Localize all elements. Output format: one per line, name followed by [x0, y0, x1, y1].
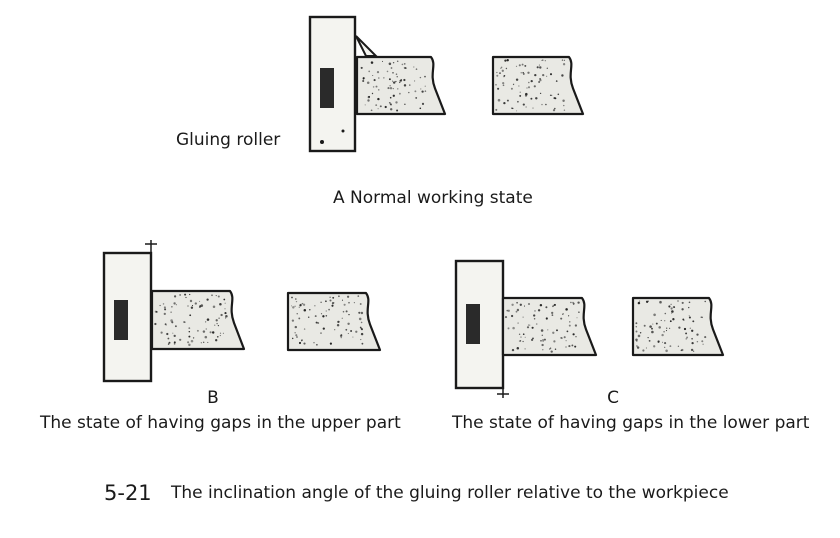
- workpiece-b-left-texture: [154, 293, 228, 347]
- workpiece-c-left: [501, 296, 598, 357]
- roller-a-mark-2: [320, 140, 324, 144]
- workpiece-a-right: [491, 55, 585, 116]
- workpiece-b-left: [150, 289, 246, 351]
- figure-number: 5-21: [104, 481, 152, 505]
- workpiece-c-left-texture: [504, 301, 580, 353]
- roller-a-mark: [341, 129, 345, 133]
- workpiece-a-left: [355, 55, 447, 116]
- state-b-label: The state of having gaps in the upper pa…: [40, 413, 401, 433]
- figure-caption: The inclination angle of the gluing roll…: [171, 483, 729, 503]
- state-c-label: The state of having gaps in the lower pa…: [452, 413, 810, 433]
- gluing-roller-a-slot: [320, 68, 334, 108]
- state-b-letter: B: [207, 388, 219, 408]
- glue-wedge-a: [355, 35, 379, 57]
- workpiece-a-right-texture: [495, 59, 566, 112]
- workpiece-b-right-texture: [290, 295, 364, 346]
- gluing-roller-c-slot: [466, 304, 480, 344]
- gluing-roller-label: Gluing roller: [176, 130, 281, 150]
- workpiece-b-right: [286, 291, 382, 352]
- workpiece-c-right: [631, 296, 725, 357]
- workpiece-a-left-texture: [360, 60, 427, 112]
- state-c-letter: C: [607, 388, 619, 408]
- workpiece-c-right-texture: [635, 300, 707, 353]
- state-a-label: A Normal working state: [333, 188, 533, 208]
- gluing-roller-b-slot: [114, 300, 128, 340]
